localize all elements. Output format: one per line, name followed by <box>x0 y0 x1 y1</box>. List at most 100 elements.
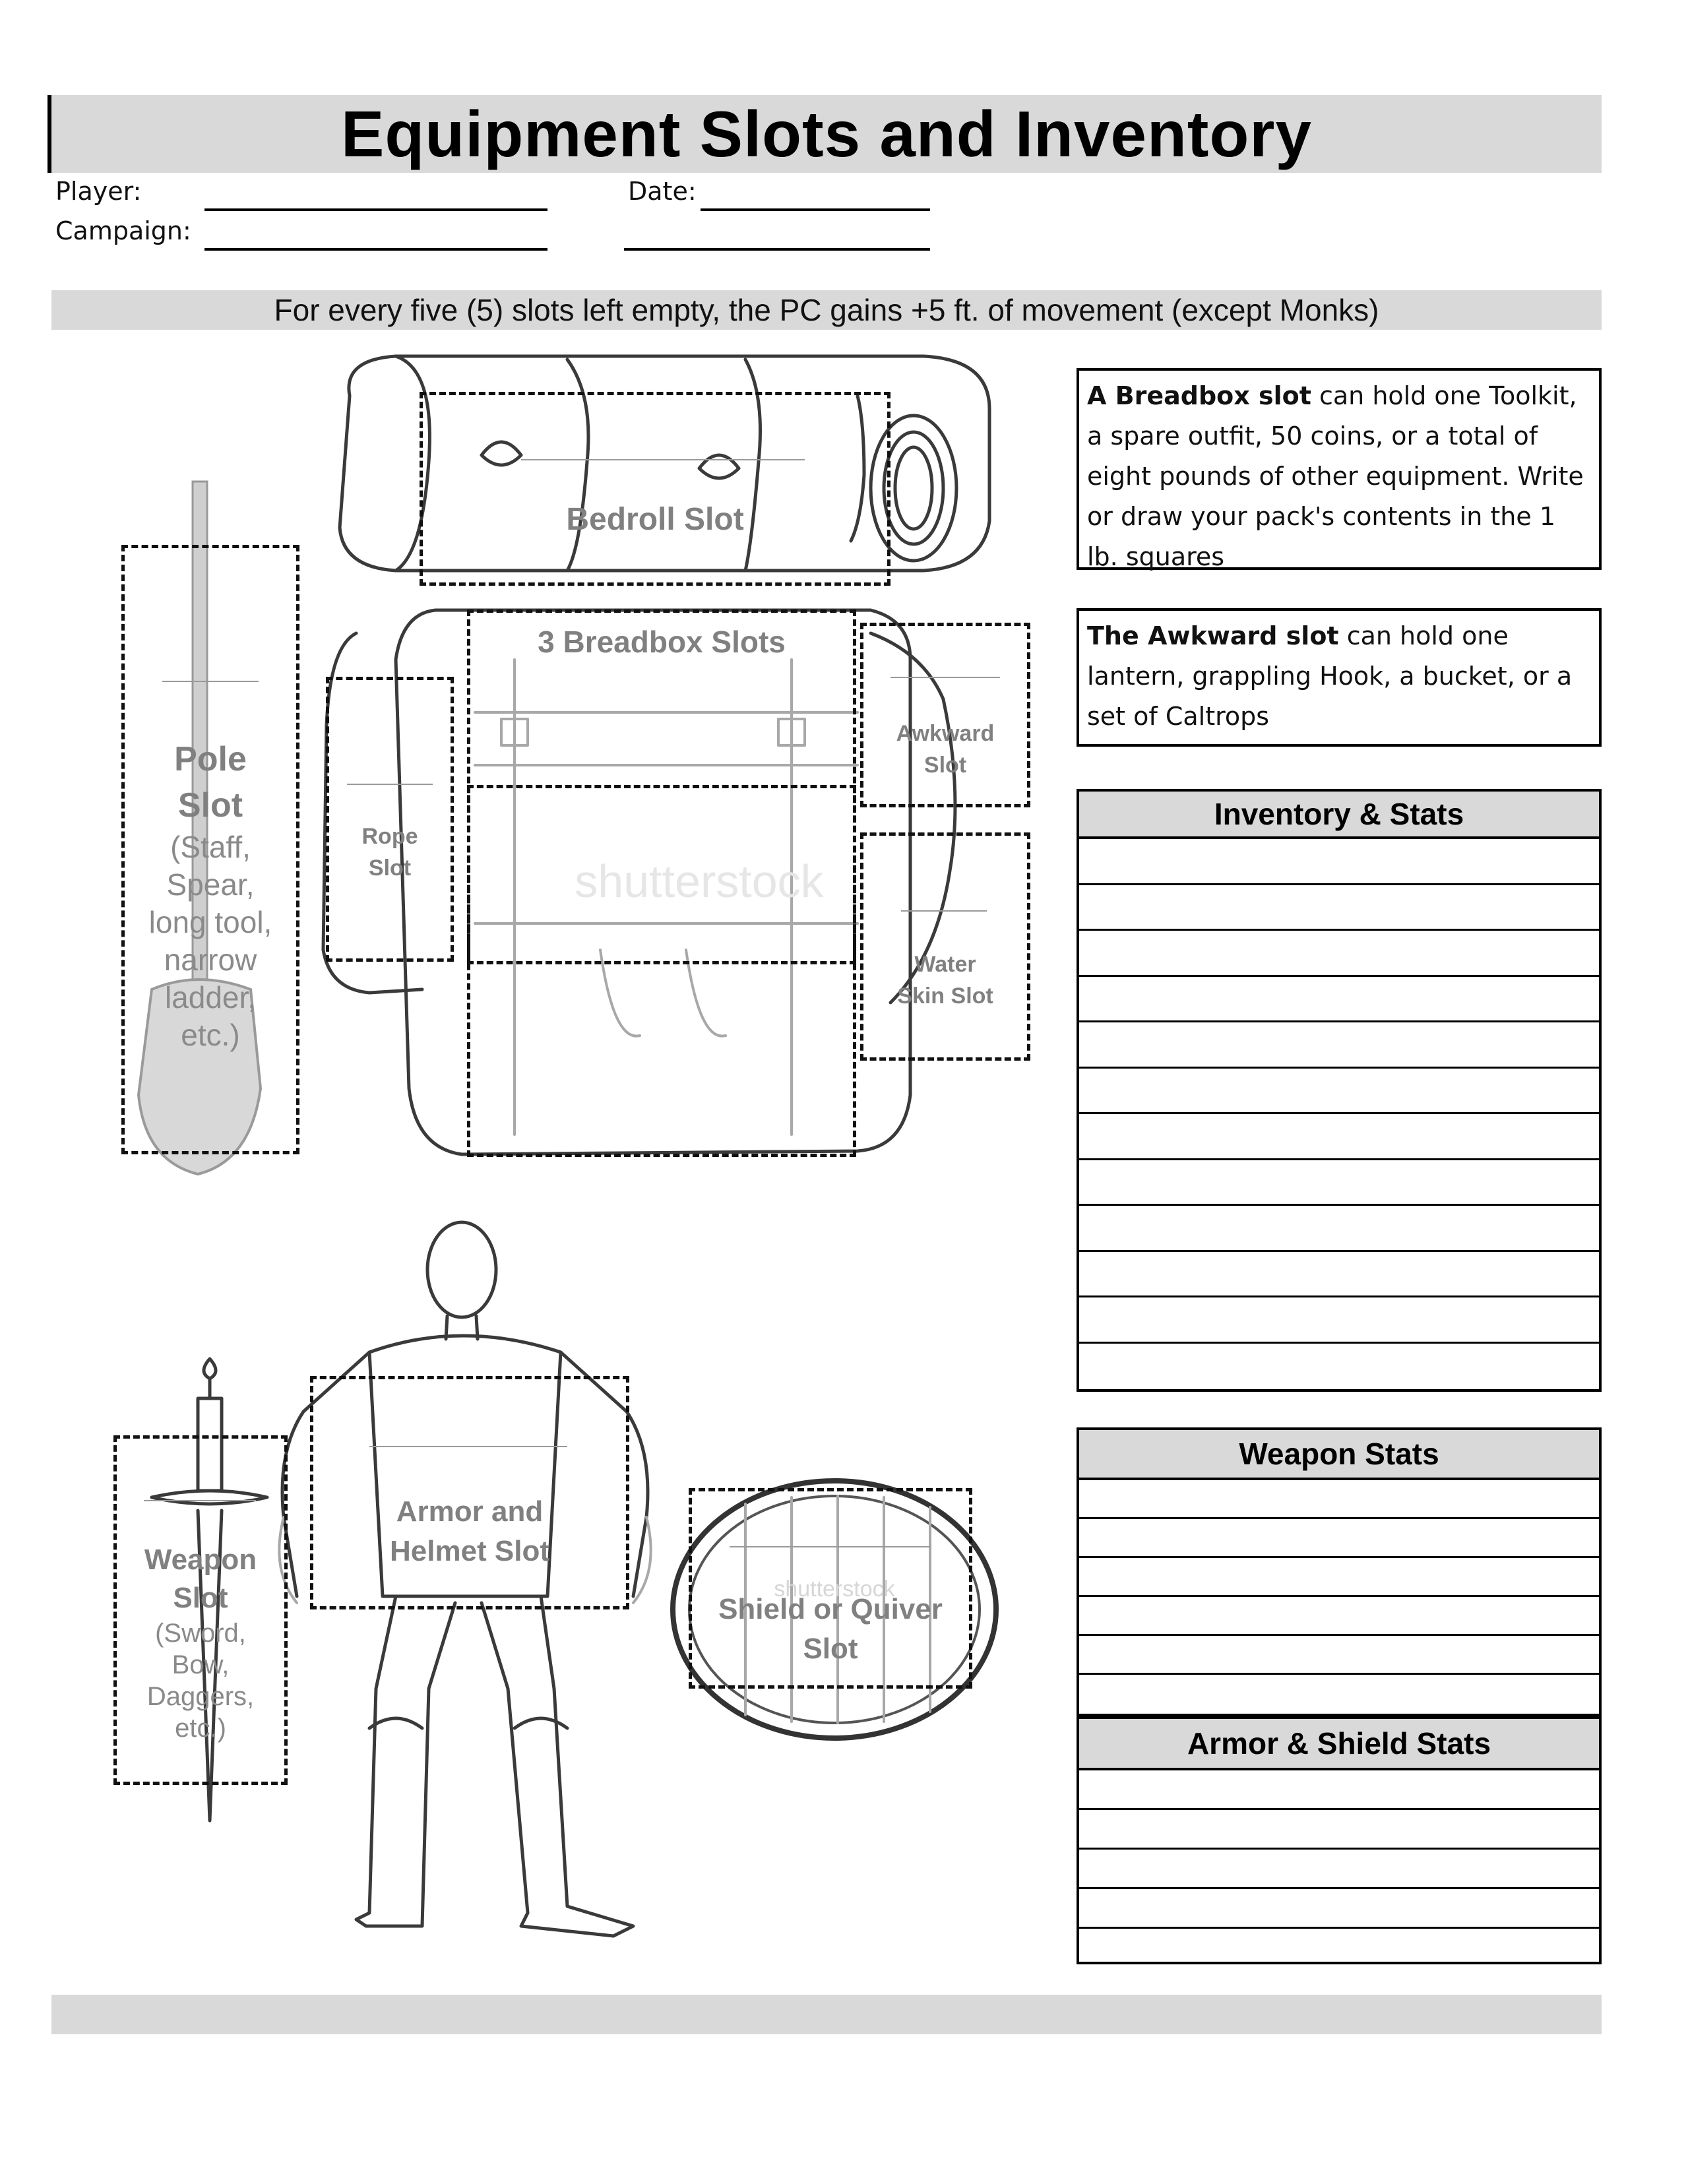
pole-sub-line-1: (Staff, <box>170 830 251 864</box>
awkward-slot-label: Awkward Slot <box>860 718 1030 781</box>
weapon-stats-row[interactable] <box>1079 1558 1599 1597</box>
armor-label-line-2: Helmet Slot <box>389 1535 550 1567</box>
watermark-pack: shutterstock <box>575 856 824 907</box>
inventory-row[interactable] <box>1079 977 1599 1022</box>
pole-sub-line-6: etc.) <box>181 1018 240 1052</box>
shield-write-line <box>730 1546 931 1547</box>
armor-slot-label: Armor and Helmet Slot <box>310 1492 629 1571</box>
awkward-write-line <box>891 677 1000 678</box>
bedroll-slot[interactable] <box>420 392 891 586</box>
weapon-stats-table: Weapon Stats <box>1077 1427 1602 1716</box>
water-skin-slot[interactable] <box>860 832 1030 1061</box>
armor-stats-table: Armor & Shield Stats <box>1077 1714 1602 1964</box>
campaign-field[interactable] <box>204 248 547 251</box>
rope-label-line-2: Slot <box>368 856 412 881</box>
rope-slot[interactable] <box>326 677 454 962</box>
weapon-stats-rows <box>1079 1480 1599 1714</box>
player-label: Player: <box>55 177 142 206</box>
footer-band <box>51 1995 1602 2034</box>
date-field[interactable] <box>701 208 930 211</box>
sword-drawing <box>150 1357 269 1823</box>
weapon-title-line-1: Weapon <box>144 1544 257 1576</box>
armor-stats-rows <box>1079 1770 1599 1968</box>
inventory-table: Inventory & Stats <box>1077 789 1602 1392</box>
breadbox-info-text: can hold one Toolkit, a spare outfit, 50… <box>1087 381 1584 571</box>
weapon-stats-row[interactable] <box>1079 1636 1599 1675</box>
breadbox-info-bold: A Breadbox slot <box>1087 381 1311 410</box>
armor-stats-row[interactable] <box>1079 1770 1599 1810</box>
weapon-sub-line-1: (Sword, <box>155 1619 246 1648</box>
pole-title-line-2: Slot <box>177 786 243 825</box>
shield-quiver-slot[interactable] <box>689 1488 972 1689</box>
armor-label-line-1: Armor and <box>396 1495 544 1528</box>
rope-label-line-1: Rope <box>361 824 418 849</box>
breadbox-slots-label: 3 Breadbox Slots <box>538 625 786 659</box>
inventory-row[interactable] <box>1079 1022 1599 1069</box>
inventory-row[interactable] <box>1079 839 1599 885</box>
weapon-stats-row[interactable] <box>1079 1480 1599 1519</box>
armor-stats-row[interactable] <box>1079 1810 1599 1850</box>
player-field[interactable] <box>204 208 547 211</box>
inventory-row[interactable] <box>1079 1160 1599 1206</box>
pole-write-line <box>162 681 259 682</box>
inventory-row[interactable] <box>1079 1252 1599 1297</box>
inventory-row[interactable] <box>1079 1114 1599 1160</box>
pole-slot[interactable] <box>121 545 299 1154</box>
armor-stats-row[interactable] <box>1079 1850 1599 1889</box>
inventory-table-header: Inventory & Stats <box>1079 792 1599 839</box>
armor-stats-header: Armor & Shield Stats <box>1079 1716 1599 1770</box>
weapon-write-line <box>144 1500 256 1501</box>
inventory-row[interactable] <box>1079 1344 1599 1390</box>
pole-sub-line-2: Spear, <box>166 867 255 902</box>
awkward-label-line-1: Awkward <box>896 721 995 746</box>
pole-title-line-1: Pole <box>174 740 247 778</box>
page-title: Equipment Slots and Inventory <box>341 97 1312 170</box>
inventory-row[interactable] <box>1079 1206 1599 1252</box>
awkward-info-box: The Awkward slot can hold one lantern, g… <box>1077 608 1602 747</box>
armor-helmet-slot[interactable] <box>310 1376 629 1609</box>
bedroll-write-line <box>521 459 805 460</box>
date-label: Date: <box>628 177 697 206</box>
title-margin-mark <box>47 95 51 173</box>
rope-slot-label: Rope Slot <box>326 821 454 884</box>
awkward-info-bold: The Awkward slot <box>1087 621 1339 650</box>
extra-field[interactable] <box>624 248 930 251</box>
watermark-shield: shutterstock <box>774 1576 895 1602</box>
weapon-sub-line-3: Daggers, <box>146 1682 255 1711</box>
inventory-row[interactable] <box>1079 1297 1599 1344</box>
weapon-stats-row[interactable] <box>1079 1597 1599 1636</box>
armor-stats-row[interactable] <box>1079 1929 1599 1968</box>
armor-write-line <box>369 1446 567 1447</box>
water-skin-slot-label: Water Skin Slot <box>860 949 1030 1012</box>
inventory-row[interactable] <box>1079 931 1599 977</box>
breadbox-info-box: A Breadbox slot can hold one Toolkit, a … <box>1077 368 1602 571</box>
weapon-sub-line-4: etc.) <box>175 1714 226 1743</box>
weapon-slot-label: Weapon Slot (Sword, Bow, Daggers, etc.) <box>113 1541 288 1744</box>
weapon-sub-line-2: Bow, <box>172 1650 230 1679</box>
weapon-stats-header: Weapon Stats <box>1079 1430 1599 1480</box>
rope-write-line <box>347 784 433 785</box>
breadbox-slot-middle[interactable] <box>467 785 856 964</box>
awkward-label-line-2: Slot <box>923 753 967 778</box>
shield-slot-label: Shield or Quiver Slot <box>689 1590 972 1669</box>
pole-sub-line-5: ladder, <box>164 980 257 1014</box>
awkward-slot[interactable] <box>860 623 1030 807</box>
title-band <box>51 95 1602 173</box>
inventory-row[interactable] <box>1079 1069 1599 1114</box>
bedroll-drawing <box>338 354 991 573</box>
campaign-label: Campaign: <box>55 216 191 245</box>
awkward-info-text: can hold one lantern, grappling Hook, a … <box>1087 621 1573 731</box>
inventory-rows <box>1079 839 1599 1389</box>
weapon-slot[interactable] <box>113 1435 288 1785</box>
water-label-line-2: Skin Slot <box>897 983 993 1009</box>
armor-stats-row[interactable] <box>1079 1889 1599 1929</box>
weapon-stats-row[interactable] <box>1079 1675 1599 1714</box>
inventory-row[interactable] <box>1079 885 1599 931</box>
pole-sub-line-4: narrow <box>164 943 257 977</box>
shield-label-line-2: Slot <box>803 1633 858 1665</box>
movement-note: For every five (5) slots left empty, the… <box>51 290 1602 330</box>
knight-drawing <box>278 1220 652 1938</box>
pole-slot-label: Pole Slot (Staff, Spear, long tool, narr… <box>121 736 299 1054</box>
weapon-stats-row[interactable] <box>1079 1519 1599 1558</box>
